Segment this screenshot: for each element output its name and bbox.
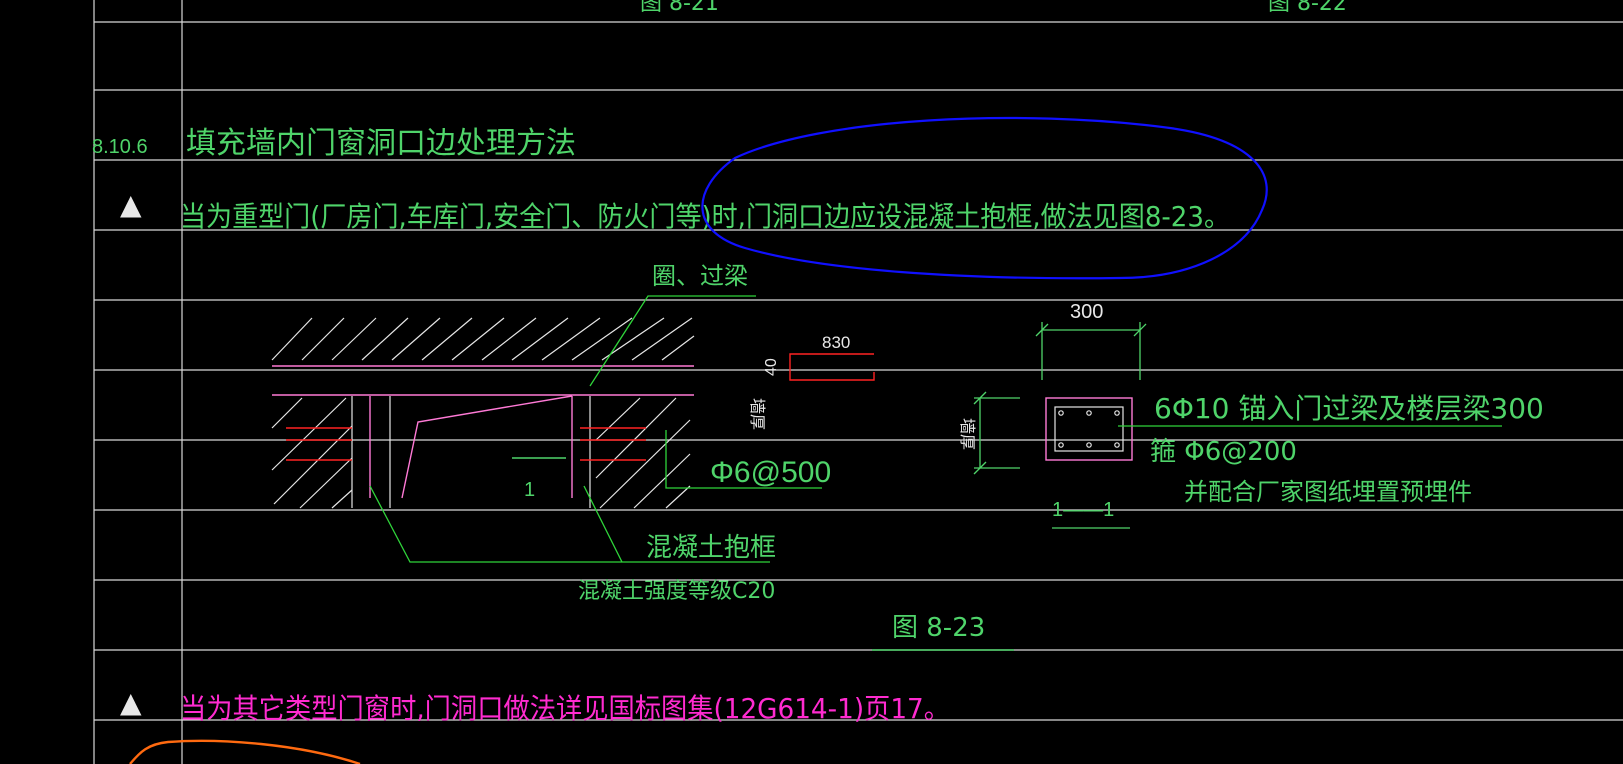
strength-label: 混凝土强度等级C20	[578, 579, 775, 604]
rule-2-text: 当为其它类型门窗时,门洞口做法详见国标图集(12G614-1)页17。	[180, 692, 950, 725]
beam-hatch	[271, 317, 695, 361]
section-rebars	[1058, 410, 1120, 448]
top-figure-label-left: 图 8-21	[640, 0, 719, 16]
blue-markup-ellipse	[701, 116, 1268, 280]
beam-label: 圈、过梁	[652, 262, 748, 290]
rebar-dowels	[286, 427, 646, 461]
elevation-detail: 1 圈、过梁 Φ6@500 混凝土抱框 混凝土强度等级C20	[271, 262, 831, 604]
section-outer-rect	[1045, 397, 1133, 461]
orange-markup-stroke	[129, 739, 361, 764]
sheet-grid	[93, 0, 1623, 764]
section-1-1-detail: 300 墙厚 6Φ10 锚入门过梁及楼层梁300 箍 Φ6@200	[958, 301, 1544, 529]
door-outline	[401, 395, 573, 499]
dowel-detail: 830 40 墙厚	[748, 333, 875, 430]
wall-thick-label: 墙厚	[748, 398, 767, 430]
frame-label: 混凝土抱框	[646, 533, 776, 563]
top-figure-label-right: 图 8-22	[1268, 0, 1347, 16]
section-number: 8.10.6	[92, 136, 148, 158]
rule-1-bullet: ▲	[120, 188, 142, 221]
dim-830-label: 830	[822, 333, 850, 352]
section-stirrup-rect	[1054, 406, 1124, 452]
section-title: 填充墙内门窗洞口边处理方法	[186, 126, 576, 161]
dowel-bar	[789, 353, 875, 381]
main-bars-label: 6Φ10 锚入门过梁及楼层梁300	[1154, 392, 1544, 425]
embed-label: 并配合厂家图纸埋置预埋件	[1184, 478, 1472, 506]
leader-lines	[369, 295, 822, 563]
stirrup-label: 箍 Φ6@200	[1150, 437, 1297, 467]
section-1-1-label: 1——1	[1052, 499, 1114, 521]
section-wall-thick-label: 墙厚	[958, 418, 977, 450]
section-cut-mark: 1	[524, 479, 535, 501]
rule-2-bullet: ▲	[120, 686, 142, 719]
rebar-spacing-label: Φ6@500	[710, 456, 831, 489]
dim-300-label: 300	[1070, 301, 1103, 323]
left-wall-hatch	[271, 397, 353, 509]
dim-40-label: 40	[763, 358, 780, 376]
right-wall-hatch	[595, 397, 691, 509]
figure-caption: 图 8-23	[892, 613, 985, 643]
